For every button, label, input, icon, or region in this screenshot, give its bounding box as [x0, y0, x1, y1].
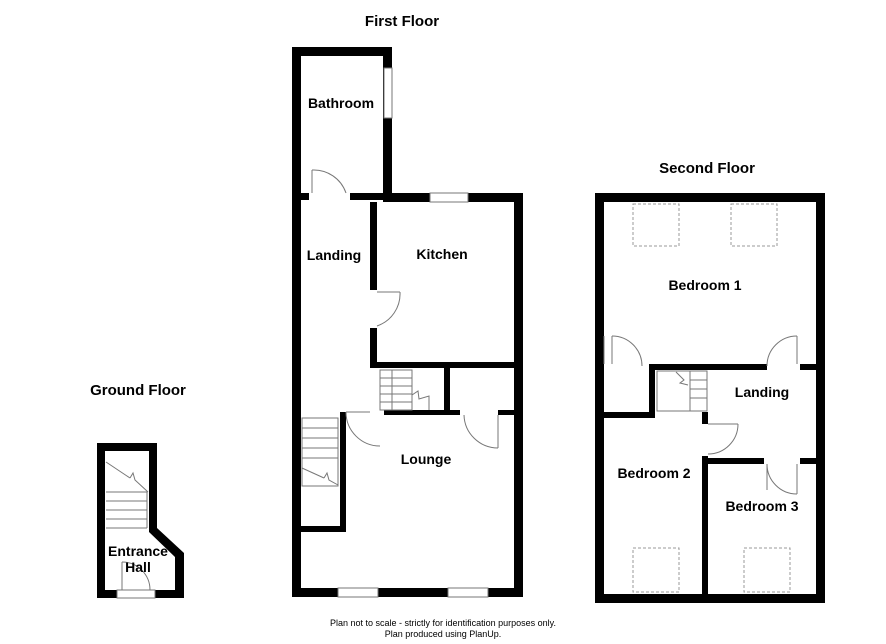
room-label-lounge: Lounge	[401, 451, 452, 467]
first-floor-title: First Floor	[365, 13, 439, 30]
room-label-kitchen: Kitchen	[416, 246, 467, 262]
first-floor-plan: Bathroom Landing Kitchen Lounge	[292, 47, 523, 598]
room-label-landing: Landing	[307, 247, 361, 263]
second-floor-plan: Bedroom 1 Landing Bedroom 2 Bedroom 3	[595, 193, 825, 603]
room-label-bedroom-2: Bedroom 2	[617, 465, 690, 481]
ground-floor-title: Ground Floor	[90, 382, 186, 399]
room-label-hall: Hall	[125, 559, 151, 575]
room-label-bedroom-1: Bedroom 1	[668, 277, 741, 293]
disclaimer-note: Plan not to scale - strictly for identif…	[330, 618, 556, 628]
second-floor-title: Second Floor	[659, 160, 755, 177]
ground-floor-plan: Entrance Hall	[97, 443, 184, 599]
room-label-bedroom-3: Bedroom 3	[725, 498, 798, 514]
room-label-second-landing: Landing	[735, 384, 789, 400]
room-label-bathroom: Bathroom	[308, 95, 374, 111]
software-credit-note: Plan produced using PlanUp.	[385, 629, 502, 639]
room-label-entrance: Entrance	[108, 543, 168, 559]
